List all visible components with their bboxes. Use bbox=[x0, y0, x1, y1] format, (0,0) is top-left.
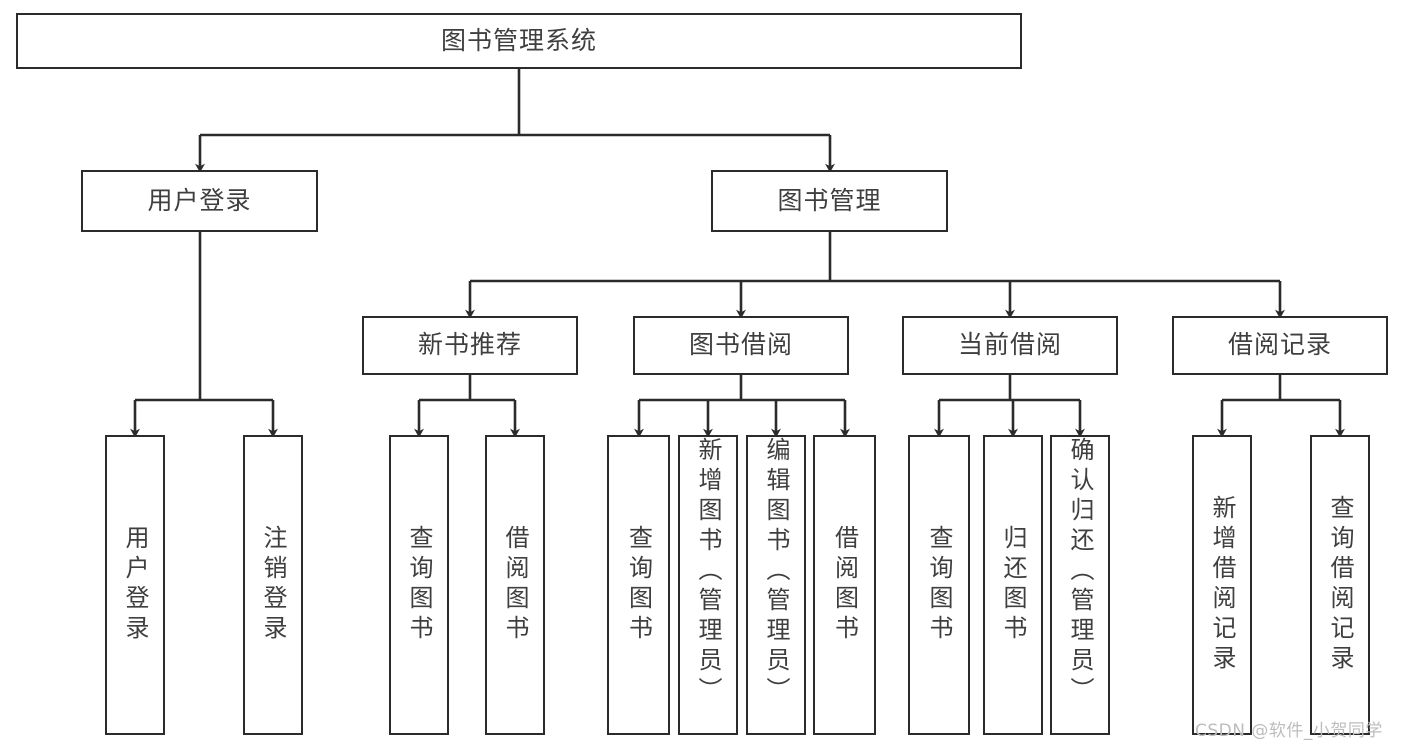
node-book-management-label: 图书管理 bbox=[777, 185, 882, 215]
node-leaf-borrow-book-1[interactable]: 借阅图书 bbox=[485, 435, 545, 735]
node-leaf-confirm-return-admin-label: 确认归还（管理员） bbox=[1066, 437, 1094, 707]
node-leaf-borrow-book-1-label: 借阅图书 bbox=[501, 525, 529, 645]
node-borrow-record[interactable]: 借阅记录 bbox=[1172, 316, 1388, 375]
node-leaf-query-book-2[interactable]: 查询图书 bbox=[607, 435, 670, 735]
node-leaf-add-book-admin[interactable]: 新增图书（管理员） bbox=[678, 435, 738, 735]
node-leaf-add-book-admin-label: 新增图书（管理员） bbox=[694, 437, 722, 707]
node-new-book-recommend-label: 新书推荐 bbox=[417, 330, 522, 360]
node-leaf-add-borrow-record[interactable]: 新增借阅记录 bbox=[1192, 435, 1252, 735]
node-leaf-return-book[interactable]: 归还图书 bbox=[983, 435, 1043, 735]
node-book-borrow-label: 图书借阅 bbox=[688, 330, 793, 360]
node-borrow-record-label: 借阅记录 bbox=[1227, 330, 1332, 360]
node-root-label: 图书管理系统 bbox=[440, 25, 597, 55]
node-leaf-borrow-book-2[interactable]: 借阅图书 bbox=[813, 435, 876, 735]
node-leaf-query-book-3-label: 查询图书 bbox=[925, 525, 953, 645]
node-leaf-query-book-1-label: 查询图书 bbox=[405, 525, 433, 645]
node-book-borrow[interactable]: 图书借阅 bbox=[633, 316, 849, 375]
node-root[interactable]: 图书管理系统 bbox=[16, 13, 1022, 69]
node-leaf-logout[interactable]: 注销登录 bbox=[243, 435, 303, 735]
node-leaf-borrow-book-2-label: 借阅图书 bbox=[830, 525, 859, 645]
node-leaf-query-borrow-record[interactable]: 查询借阅记录 bbox=[1310, 435, 1370, 735]
node-leaf-user-login[interactable]: 用户登录 bbox=[105, 435, 165, 735]
node-leaf-edit-book-admin-label: 编辑图书（管理员） bbox=[762, 437, 790, 707]
node-new-book-recommend[interactable]: 新书推荐 bbox=[362, 316, 578, 375]
node-current-borrow-label: 当前借阅 bbox=[957, 330, 1062, 360]
node-leaf-query-book-3[interactable]: 查询图书 bbox=[908, 435, 970, 735]
node-book-management[interactable]: 图书管理 bbox=[711, 170, 948, 232]
node-user-login[interactable]: 用户登录 bbox=[81, 170, 318, 232]
node-leaf-user-login-label: 用户登录 bbox=[121, 525, 149, 645]
node-leaf-query-borrow-record-label: 查询借阅记录 bbox=[1326, 495, 1354, 675]
node-leaf-edit-book-admin[interactable]: 编辑图书（管理员） bbox=[746, 435, 806, 735]
node-user-login-label: 用户登录 bbox=[147, 185, 252, 215]
node-leaf-add-borrow-record-label: 新增借阅记录 bbox=[1208, 495, 1236, 675]
node-current-borrow[interactable]: 当前借阅 bbox=[902, 316, 1118, 375]
node-leaf-return-book-label: 归还图书 bbox=[999, 525, 1027, 645]
node-leaf-query-book-1[interactable]: 查询图书 bbox=[389, 435, 449, 735]
node-leaf-logout-label: 注销登录 bbox=[259, 525, 287, 645]
node-leaf-confirm-return-admin[interactable]: 确认归还（管理员） bbox=[1050, 435, 1110, 735]
node-leaf-query-book-2-label: 查询图书 bbox=[624, 525, 653, 645]
